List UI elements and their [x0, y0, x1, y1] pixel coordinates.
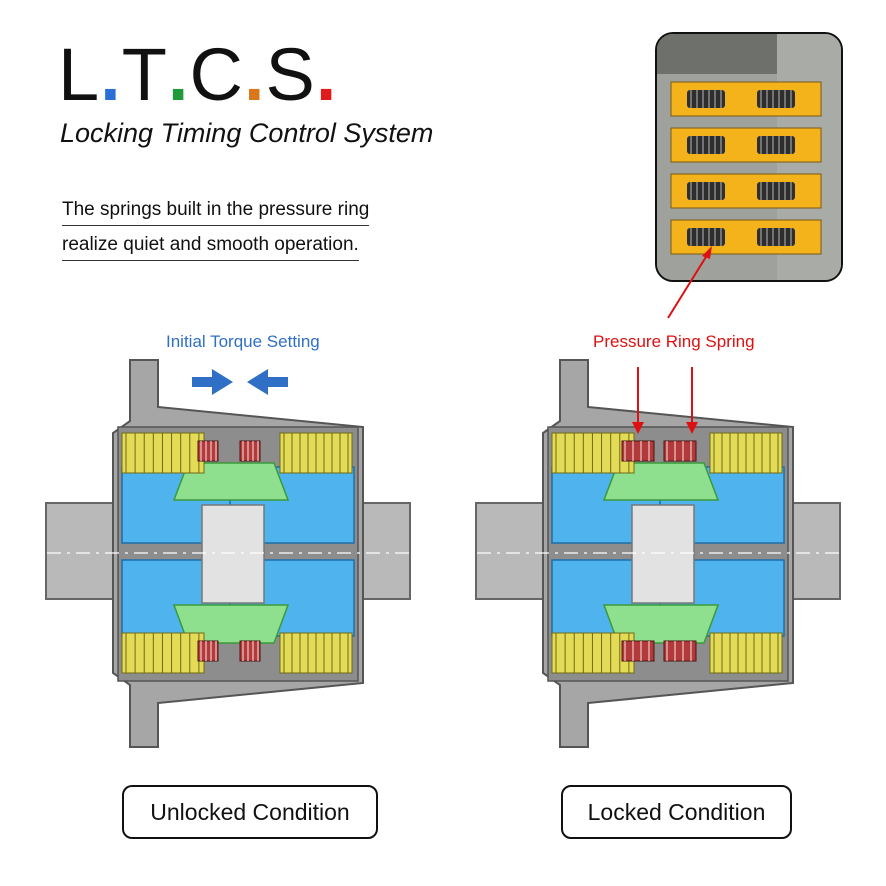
photo-spring: [757, 182, 795, 200]
coil-spring: [121, 632, 205, 674]
logo-letter-2: T: [121, 33, 168, 116]
unlocked-condition-label: Unlocked Condition: [122, 785, 378, 839]
description-line-2: realize quiet and smooth operation.: [62, 234, 359, 261]
pressure-ring-spring: [197, 640, 219, 662]
photo-spring: [757, 228, 795, 246]
locked-condition-label: Locked Condition: [561, 785, 792, 839]
photo-spring: [757, 90, 795, 108]
pressure-ring-spring-label: Pressure Ring Spring: [593, 332, 755, 351]
coil-spring: [551, 632, 635, 674]
photo-spring: [687, 228, 725, 246]
logo-letter-4: S: [265, 33, 316, 116]
pressure-ring-spring: [663, 640, 697, 662]
coil-spring: [709, 632, 783, 674]
unlocked-diagram: [18, 359, 438, 748]
ltcs-logo: L.T.C.S.: [58, 38, 337, 112]
pressure-ring-spring: [621, 440, 655, 462]
photo-spring: [757, 136, 795, 154]
pressure-ring-spring: [239, 440, 261, 462]
photo-spring: [687, 136, 725, 154]
coil-spring: [279, 432, 353, 474]
coil-spring: [121, 432, 205, 474]
center-ring: [631, 504, 695, 604]
logo-dot-2: .: [167, 33, 190, 116]
pressure-ring-spring: [663, 440, 697, 462]
coil-spring: [709, 432, 783, 474]
coil-spring: [279, 632, 353, 674]
photo-spring: [687, 182, 725, 200]
logo-dot-3: .: [243, 33, 266, 116]
pressure-ring-photo: [655, 32, 843, 282]
coil-spring: [551, 432, 635, 474]
logo-dot-1: .: [100, 33, 122, 116]
description-line-1: The springs built in the pressure ring: [62, 199, 370, 226]
page-subtitle: Locking Timing Control System: [60, 118, 434, 148]
pressure-ring-spring: [239, 640, 261, 662]
center-ring: [201, 504, 265, 604]
locked-diagram: [448, 359, 868, 748]
logo-letter-3: C: [189, 33, 244, 116]
logo-dot-4: .: [315, 33, 338, 116]
photo-spring: [687, 90, 725, 108]
initial-torque-label: Initial Torque Setting: [166, 332, 320, 351]
pressure-ring-spring: [197, 440, 219, 462]
logo-letter-1: L: [58, 33, 101, 116]
pressure-ring-spring: [621, 640, 655, 662]
